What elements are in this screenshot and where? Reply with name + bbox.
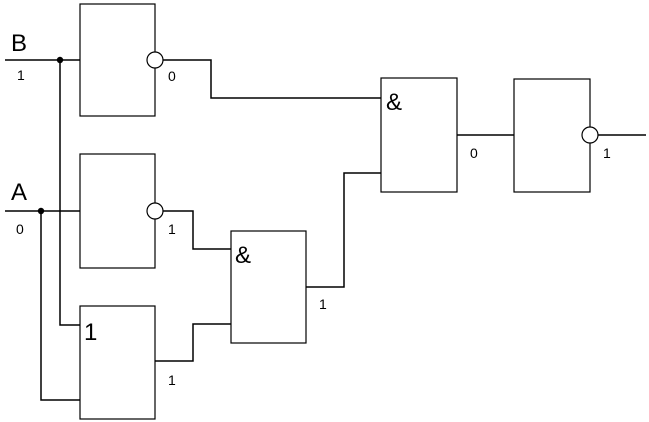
input-a-label: A [11,179,27,206]
not-a-output-value: 1 [168,221,176,237]
gate-and-1-symbol: & [235,242,251,269]
not-b-output-value: 0 [168,68,176,84]
input-b-label: B [11,30,27,57]
gate-and-2: & [380,77,458,193]
final-output-value: 1 [603,145,611,161]
gate-or: 1 [79,305,156,420]
input-a-value: 0 [16,221,24,237]
gate-body [79,153,156,269]
gate-body [79,3,156,117]
wire-notb-to-and2 [163,59,381,99]
inversion-bubble [146,202,164,220]
gate-not-out [513,78,599,193]
inversion-bubble [581,126,599,144]
and-2-output-value: 0 [470,145,478,161]
wire-and1-to-and2 [306,172,381,288]
gate-or-symbol: 1 [84,319,97,346]
input-b-value: 1 [17,67,25,83]
gate-not-a [79,153,164,269]
wires [5,59,646,401]
or-output-value: 1 [168,372,176,388]
junction-dot-b [56,56,64,64]
gate-and-2-symbol: & [386,89,402,116]
gate-body [380,77,458,193]
wire-nota-to-and1 [163,210,231,250]
gate-and-1: & [230,230,307,344]
inversion-bubble [146,51,164,69]
and-1-output-value: 1 [319,296,327,312]
wire-b-to-or [59,60,80,326]
gate-body [79,305,156,420]
junction-dot-a [37,207,45,215]
wire-or-to-and1 [155,323,231,362]
gate-body [513,78,591,193]
wire-a-to-or [40,211,80,401]
gate-not-b [79,3,164,117]
gate-body [230,230,307,344]
